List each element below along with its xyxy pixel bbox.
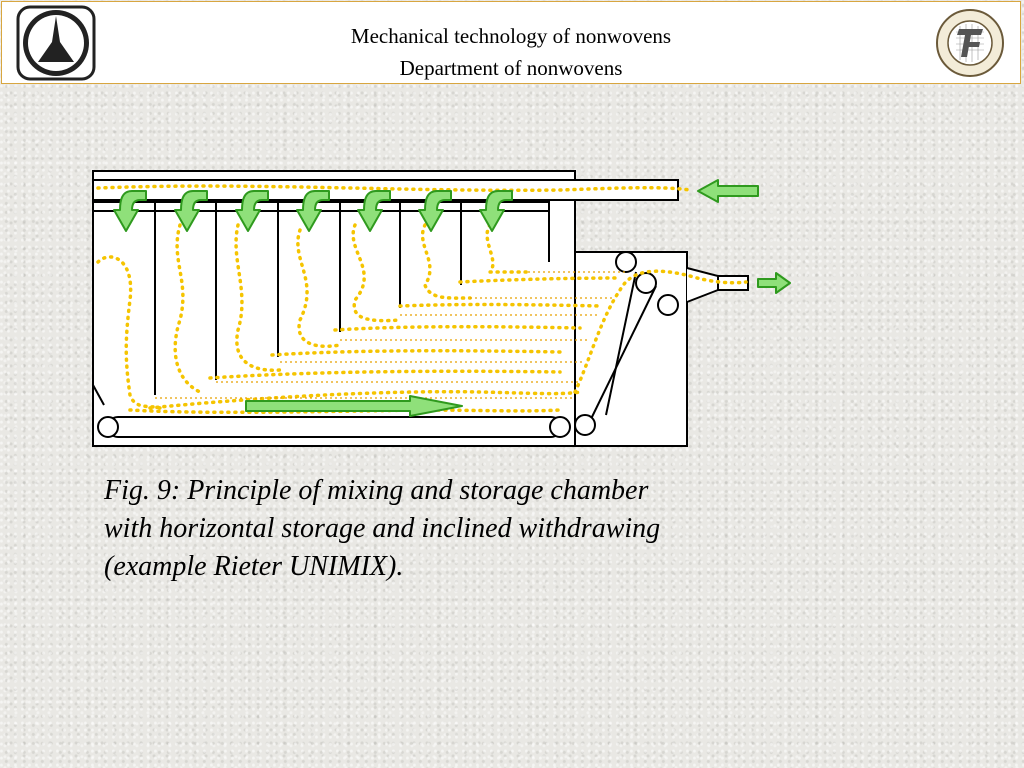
feed-distribution-arrows (113, 190, 513, 232)
roller-top (615, 251, 637, 273)
roller-stripper (657, 294, 679, 316)
caption-line-2: with horizontal storage and inclined wit… (104, 513, 661, 544)
caption-line-3: (example Rieter UNIMIX). (104, 551, 404, 582)
caption-line-1: Fig. 9: Principle of mixing and storage … (104, 475, 649, 506)
header-bar: Mechanical technology of nonwovens Depar… (1, 1, 1021, 84)
roller-incline-bottom (574, 414, 596, 436)
input-arrow-icon (697, 179, 759, 203)
withdrawal-unit (574, 251, 749, 447)
conveyor-belt (97, 251, 679, 438)
roller-incline-top (635, 272, 657, 294)
roller-right (549, 416, 571, 438)
curved-arrow-icon (113, 190, 147, 232)
faculty-of-textiles-seal (936, 9, 1004, 77)
figure-caption: Fig. 9: Principle of mixing and storage … (104, 472, 804, 586)
curved-arrow-icon (418, 190, 452, 232)
header-title: Mechanical technology of nonwovens Depar… (2, 20, 1020, 84)
curved-arrow-icon (357, 190, 391, 232)
header-line-2: Department of nonwovens (399, 56, 623, 80)
flow-direction-arrows (245, 179, 791, 417)
output-arrow-icon (757, 272, 791, 294)
curved-arrow-icon (479, 190, 513, 232)
conveyor-direction-arrow-icon (245, 395, 463, 417)
fibre-flow-fine (155, 271, 628, 399)
curved-arrow-icon (296, 190, 330, 232)
university-logo (16, 5, 96, 81)
curved-arrow-icon (235, 190, 269, 232)
header-line-1: Mechanical technology of nonwovens (350, 24, 672, 48)
roller-left (97, 416, 119, 438)
curved-arrow-icon (174, 190, 208, 232)
